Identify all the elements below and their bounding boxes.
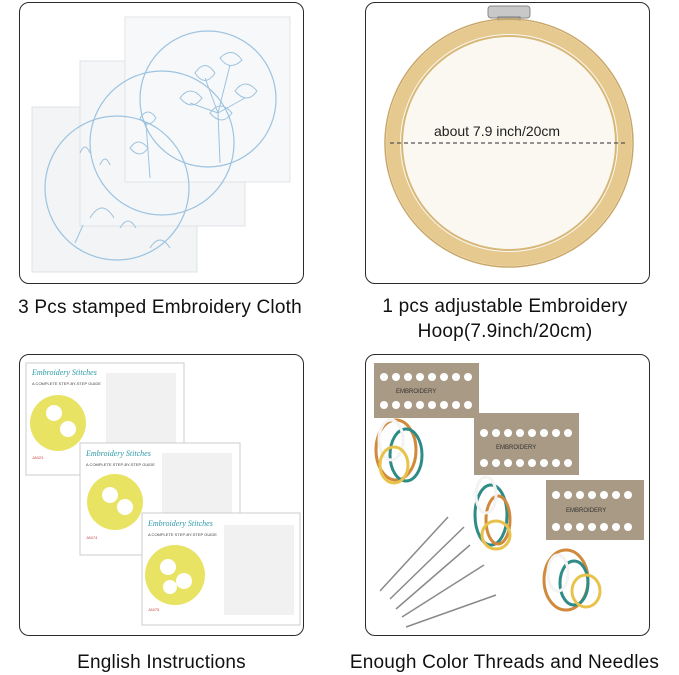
thread-card-2: EMBROIDERY <box>474 413 579 475</box>
thread-card-1: EMBROIDERY <box>374 363 479 418</box>
instructions-caption: English Instructions <box>77 652 246 673</box>
thread-skeins <box>374 418 602 612</box>
guide-title-1: Embroidery Stitches <box>31 368 97 377</box>
threads-caption: Enough Color Threads and Needles <box>349 652 660 673</box>
guide-code-3: JA075 <box>148 607 160 612</box>
card-3-text: EMBROIDERY <box>566 508 606 514</box>
cloth-illustration <box>31 16 291 273</box>
guide-title-3: Embroidery Stitches <box>147 519 213 528</box>
hoop-caption-line2: Hoop(7.9inch/20cm) <box>417 321 593 342</box>
instruction-sheets: Embroidery Stitches A COMPLETE STEP-BY-S… <box>25 362 301 626</box>
threads-illustration: EMBROIDERY EMBROIDERY EMBROIDERY <box>374 363 644 628</box>
cloth-caption: 3 Pcs stamped Embroidery Cloth <box>18 297 302 318</box>
guide-code-1: JA023 <box>32 455 44 460</box>
guide-code-2: JA074 <box>86 535 98 540</box>
instructions-panel: Embroidery Stitches A COMPLETE STEP-BY-S… <box>19 354 304 636</box>
card-2-text: EMBROIDERY <box>496 445 536 451</box>
card-1-text: EMBROIDERY <box>396 389 436 395</box>
threads-panel: EMBROIDERY EMBROIDERY EMBROIDERY <box>365 354 650 636</box>
sheet-3 <box>141 512 301 626</box>
hoop-caption-line1: 1 pcs adjustable Embroidery <box>382 296 628 317</box>
guide-title-2: Embroidery Stitches <box>85 449 151 458</box>
guide-subtitle-2: A COMPLETE STEP-BY-STEP GUIDE <box>86 462 155 467</box>
hoop-panel: about 7.9 inch/20cm <box>365 2 650 284</box>
cloth-panel <box>19 2 304 284</box>
needles <box>379 516 497 628</box>
guide-subtitle-3: A COMPLETE STEP-BY-STEP GUIDE <box>148 532 217 537</box>
hoop-caption: 1 pcs adjustable Embroidery Hoop(7.9inch… <box>340 294 670 344</box>
hoop-illustration <box>384 5 634 268</box>
guide-subtitle-1: A COMPLETE STEP-BY-STEP GUIDE <box>32 381 101 386</box>
hoop-size-label: about 7.9 inch/20cm <box>434 123 561 139</box>
thread-card-3: EMBROIDERY <box>546 480 644 540</box>
